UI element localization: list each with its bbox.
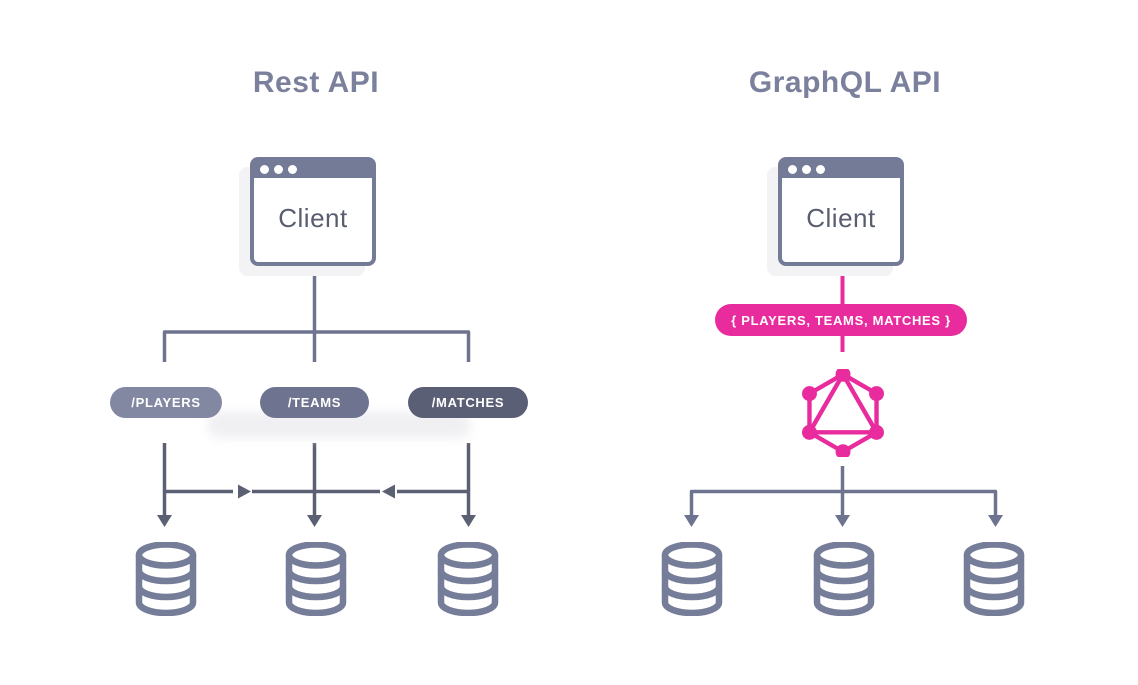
database-icon	[135, 542, 197, 616]
right-arrow-icon	[238, 484, 251, 499]
graphql-arrowheads	[684, 515, 1003, 527]
window-titlebar	[781, 160, 901, 178]
window-dot-icon	[288, 164, 297, 174]
graphql-nodes	[801, 369, 885, 457]
rest-client-label: Client	[278, 203, 348, 233]
down-arrow-icon	[988, 515, 1003, 527]
rest-branch-line	[162, 330, 471, 362]
graphql-db-tree	[689, 466, 998, 517]
window-dot-icon	[260, 164, 269, 174]
graphql-api-title: GraphQL API	[748, 66, 942, 99]
graphql-logo-icon	[801, 369, 885, 457]
database-icon	[963, 542, 1025, 616]
down-arrow-icon	[684, 515, 699, 527]
graphql-query-pill: { PLAYERS, TEAMS, MATCHES }	[715, 304, 967, 336]
window-dot-icon	[274, 164, 283, 174]
rest-client-window: Client	[250, 157, 376, 266]
window-dot-icon	[802, 164, 811, 174]
rest-client-tree	[162, 262, 471, 362]
down-arrow-icon	[157, 515, 172, 527]
endpoint-pill-matches: /MATCHES	[408, 387, 528, 418]
graphql-client-label: Client	[806, 203, 876, 233]
window-dot-icon	[816, 164, 825, 174]
endpoint-pill-players: /PLAYERS	[110, 387, 222, 418]
rest-fanin-arrows	[162, 443, 471, 517]
graphql-client-window: Client	[778, 157, 904, 266]
rest-api-title: Rest API	[252, 66, 380, 99]
down-arrow-icon	[307, 515, 322, 527]
down-arrow-icon	[835, 515, 850, 527]
graphql-branch-line	[689, 489, 998, 517]
graphql-triangle	[805, 369, 881, 435]
endpoint-pill-teams: /TEAMS	[260, 387, 369, 418]
down-arrow-icon	[461, 515, 476, 527]
window-titlebar	[253, 160, 373, 178]
database-icon	[437, 542, 499, 616]
window-dot-icon	[788, 164, 797, 174]
database-icon	[661, 542, 723, 616]
database-icon	[813, 542, 875, 616]
rest-arrowheads	[157, 484, 476, 527]
left-arrow-icon	[382, 484, 395, 499]
database-icon	[285, 542, 347, 616]
